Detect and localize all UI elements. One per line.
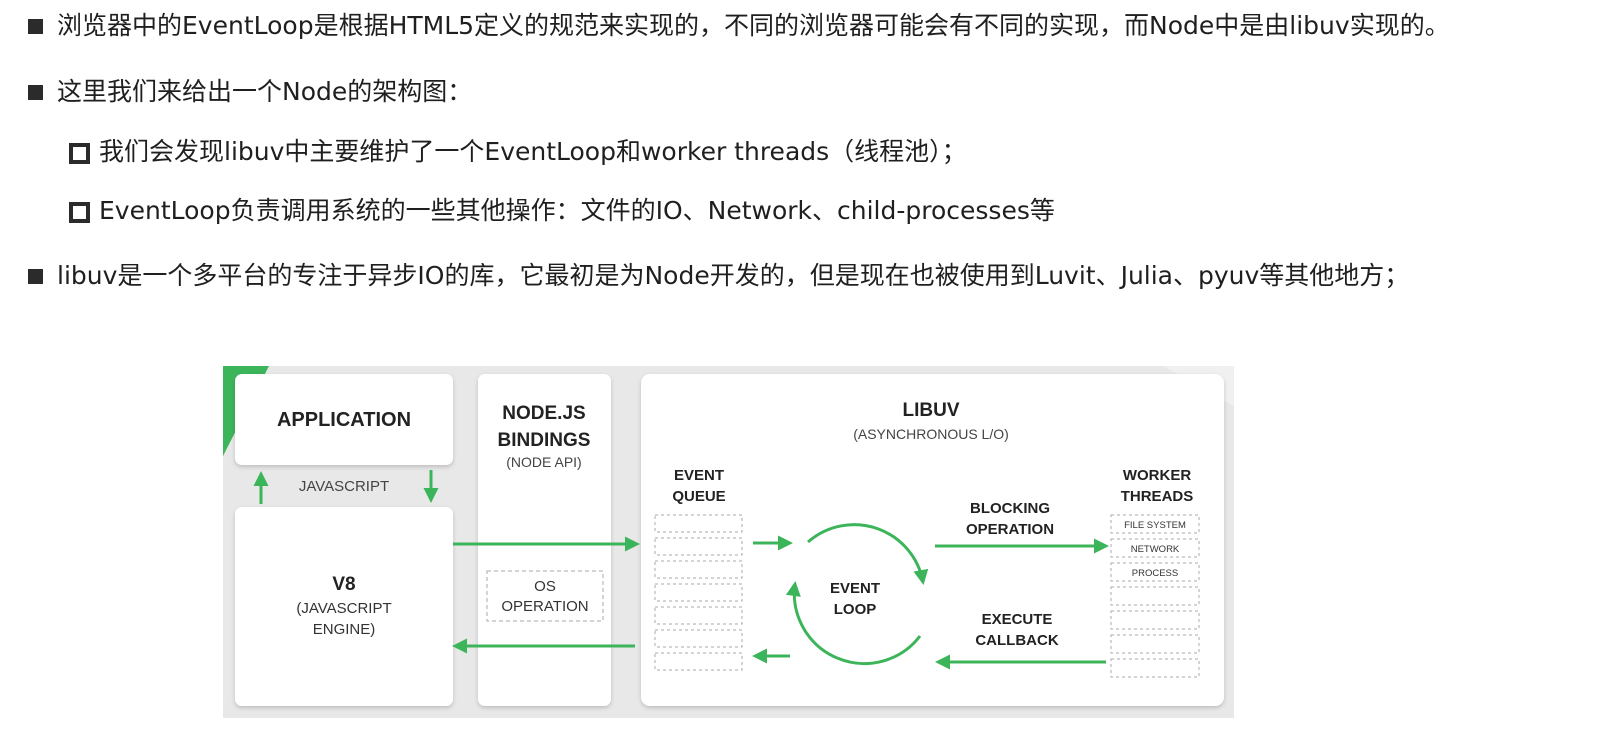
- application-box: [235, 374, 453, 465]
- sub-bullet-1-text: 我们会发现libuv中主要维护了一个EventLoop和worker threa…: [99, 137, 967, 166]
- blocking-label1: BLOCKING: [970, 500, 1050, 517]
- node-architecture-diagram: APPLICATION JAVASCRIPT V8 (JAVASCRIPT EN…: [223, 366, 1234, 718]
- event-queue-label1: EVENT: [674, 467, 724, 484]
- square-bullet-icon: [28, 269, 43, 284]
- libuv-title: LIBUV: [903, 400, 960, 421]
- execute-label1: EXECUTE: [982, 611, 1053, 628]
- v8-box: [235, 507, 453, 706]
- bullet-2-text: 这里我们来给出一个Node的架构图：: [57, 77, 473, 106]
- worker-item-file-system: FILE SYSTEM: [1124, 520, 1186, 531]
- sub-bullet-2-text: EventLoop负责调用系统的一些其他操作：文件的IO、Network、chi…: [99, 196, 1055, 225]
- bullet-1-text: 浏览器中的EventLoop是根据HTML5定义的规范来实现的，不同的浏览器可能…: [57, 11, 1450, 40]
- worker-threads-label1: WORKER: [1123, 467, 1191, 484]
- worker-thread-slots: [1110, 514, 1200, 678]
- node-bindings-title2: BINDINGS: [498, 430, 591, 451]
- event-loop-cycle-icon: [785, 523, 929, 665]
- v8-sub-line2: ENGINE): [313, 621, 376, 638]
- square-bullet-icon: [28, 19, 43, 34]
- worker-threads-label2: THREADS: [1121, 488, 1194, 505]
- bullet-3-text: libuv是一个多平台的专注于异步IO的库，它最初是为Node开发的，但是现在也…: [57, 261, 1410, 290]
- v8-title: V8: [332, 574, 355, 595]
- os-operation-label2: OPERATION: [501, 598, 588, 615]
- event-loop-label2: LOOP: [834, 601, 877, 618]
- event-loop-label1: EVENT: [830, 580, 880, 597]
- node-bindings-title1: NODE.JS: [502, 403, 585, 424]
- square-bullet-icon: [28, 85, 43, 100]
- v8-sub-line1: (JAVASCRIPT: [296, 600, 391, 617]
- hollow-square-bullet-icon: [69, 202, 90, 223]
- application-label: APPLICATION: [277, 409, 411, 431]
- worker-item-network: NETWORK: [1131, 544, 1180, 555]
- libuv-subtitle: (ASYNCHRONOUS L/O): [853, 426, 1009, 442]
- event-queue-slots: [654, 514, 743, 671]
- node-api-label: (NODE API): [506, 454, 581, 470]
- event-queue-label2: QUEUE: [672, 488, 725, 505]
- os-operation-box: [486, 570, 604, 622]
- execute-label2: CALLBACK: [975, 632, 1058, 649]
- javascript-label: JAVASCRIPT: [299, 478, 389, 495]
- os-operation-label1: OS: [534, 578, 556, 595]
- libuv-box: [641, 374, 1224, 706]
- node-bindings-box: [478, 374, 611, 706]
- worker-item-process: PROCESS: [1132, 568, 1178, 579]
- blocking-label2: OPERATION: [966, 521, 1054, 538]
- hollow-square-bullet-icon: [69, 143, 90, 164]
